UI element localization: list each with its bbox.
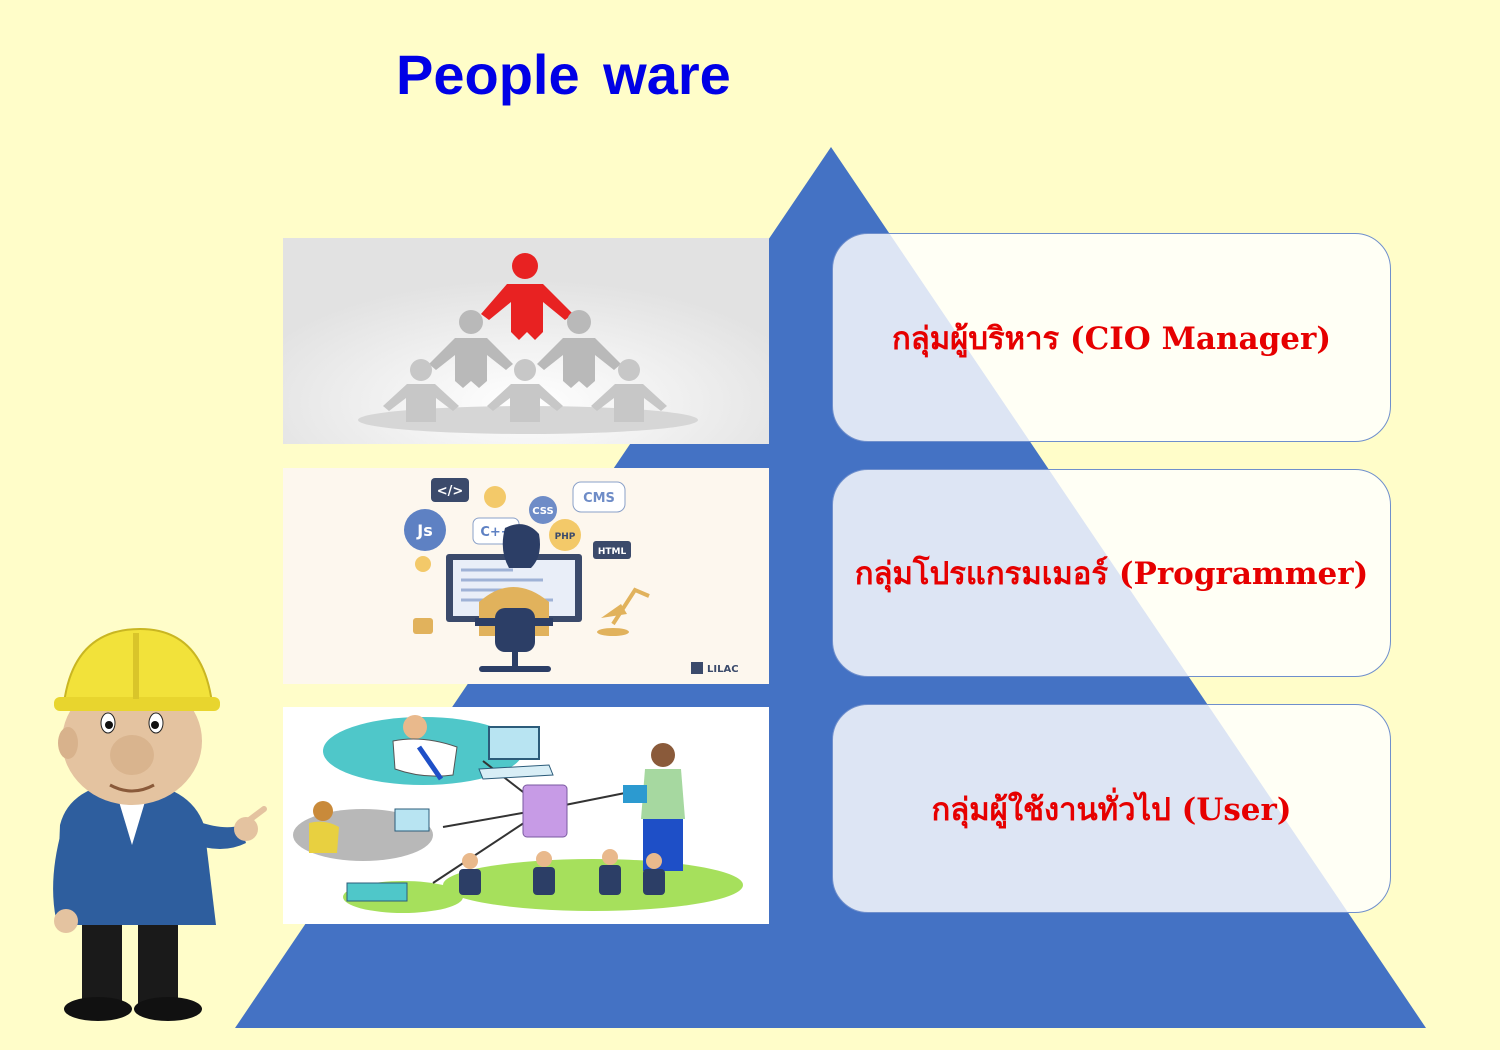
programmer-at-computer-icon: </> CSS CMS Js C++ PHP HTML	[283, 468, 769, 684]
code-tag-bubbles: </> CSS CMS Js C++ PHP HTML	[404, 478, 631, 572]
level-box-users: กลุ่มผู้ใช้งานทั่วไป (User)	[832, 704, 1391, 913]
svg-text:</>: </>	[437, 484, 464, 499]
illustration-programmer: </> CSS CMS Js C++ PHP HTML	[283, 468, 769, 684]
svg-text:HTML: HTML	[598, 547, 627, 557]
level-box-programmers: กลุ่มโปรแกรมเมอร์ (Programmer)	[832, 469, 1391, 677]
level-label-programmers: กลุ่มโปรแกรมเมอร์ (Programmer)	[854, 556, 1369, 592]
lilac-logo: LILAC	[707, 664, 739, 675]
page-title: People ware	[396, 43, 731, 106]
level-box-managers: กลุ่มผู้บริหาร (CIO Manager)	[832, 233, 1391, 442]
svg-text:CMS: CMS	[583, 491, 615, 506]
level-label-managers: กลุ่มผู้บริหาร (CIO Manager)	[891, 320, 1332, 357]
construction-worker-icon	[53, 627, 267, 1021]
svg-text:PHP: PHP	[555, 532, 576, 542]
svg-text:CSS: CSS	[532, 506, 553, 517]
svg-text:Js: Js	[416, 521, 432, 540]
illustration-users	[283, 707, 769, 924]
illustration-managers	[283, 238, 769, 444]
office-users-network-icon	[283, 707, 769, 924]
level-label-users: กลุ่มผู้ใช้งานทั่วไป (User)	[931, 791, 1292, 828]
people-hierarchy-icon	[283, 238, 769, 444]
